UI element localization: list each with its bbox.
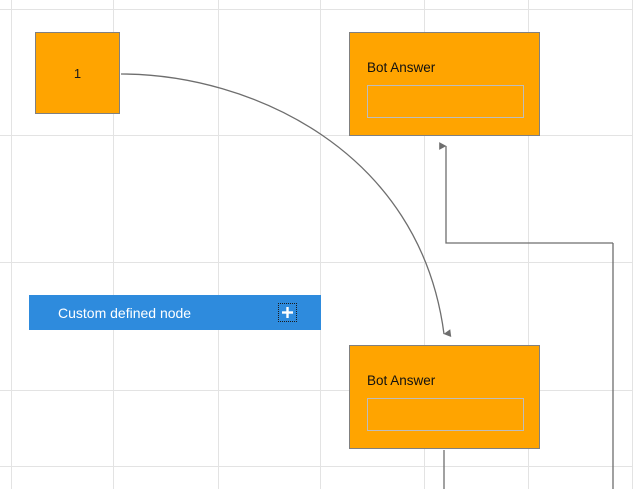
custom-defined-node-label: Custom defined node	[58, 304, 192, 321]
node-title: Bot Answer	[367, 373, 436, 388]
node-start-label: 1	[73, 65, 82, 81]
custom-defined-node-button[interactable]: Custom defined node	[29, 295, 321, 330]
node-bot-answer-top[interactable]: Bot Answer	[349, 32, 540, 136]
node-text-field[interactable]	[367, 398, 524, 431]
node-start[interactable]: 1	[35, 32, 120, 114]
node-bot-answer-bottom[interactable]: Bot Answer	[349, 345, 540, 449]
edge-bot-bottom-to-bot-top[interactable]	[439, 142, 613, 244]
edge-start-to-bot-bottom[interactable]	[120, 73, 452, 337]
plus-icon[interactable]	[278, 303, 297, 322]
node-text-field[interactable]	[367, 85, 524, 118]
node-title: Bot Answer	[367, 60, 436, 75]
